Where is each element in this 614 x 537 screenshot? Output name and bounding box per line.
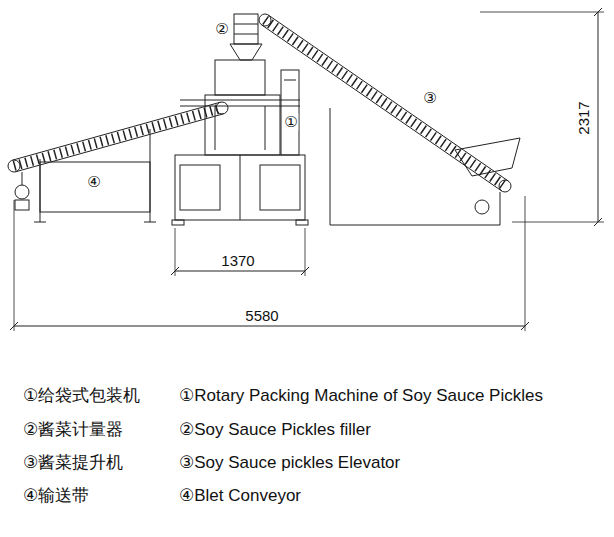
dimension-tick [594,8,602,16]
filler-detail [234,24,258,25]
legend-text: ③酱菜提升机 [22,453,124,473]
machine-foot [172,220,184,225]
machine-turret [215,60,265,95]
conveyor-belt [12,102,220,160]
conveyor-foot [144,222,156,223]
roller [216,102,228,114]
callout-number: ④ [86,173,101,190]
dimension-tick [521,322,529,330]
rotary-table [180,106,300,107]
callout-number: ② [214,20,229,37]
motor-shaft [22,172,23,185]
conveyor-foot [34,222,46,223]
extension-line [175,228,176,276]
motor [15,185,29,199]
legend-text: ④Blet Conveyor [178,486,302,506]
roller [8,160,20,172]
legend-text: ②Soy Sauce Pickles filler [178,420,372,440]
machine-base [175,155,305,220]
conveyor-leg [150,129,151,222]
elevator-frame [330,108,331,225]
machine-panel [260,165,300,210]
rotary-table [180,100,300,101]
extension-line [525,196,526,331]
callout-number: ① [283,113,298,130]
extension-line [14,200,15,331]
motor-box [15,200,29,210]
elevator-slats [265,20,505,186]
legend-text: ④输送带 [22,486,90,506]
roller [259,14,271,26]
conveyor-belt [16,114,224,172]
dimension-text: 5580 [244,307,279,324]
dimension-line [175,271,305,272]
elevator-hopper [455,138,520,176]
control-detail [284,80,296,81]
elevator-frame [500,192,501,225]
dimension-line [14,326,525,327]
callout-number: ③ [422,89,437,106]
dimension-text: 1370 [220,252,255,269]
filler-detail [234,34,258,35]
extension-line [512,222,604,223]
machine-detail [215,106,216,150]
dimension-tick [594,218,602,226]
machine-body [205,95,280,155]
dimension-tick [171,267,179,275]
legend-text: ①Rotary Packing Machine of Soy Sauce Pic… [178,386,544,406]
conveyor-leg [40,159,41,222]
elevator-belt [268,15,508,181]
dimension-line [598,12,599,222]
machine-shaft [240,155,241,220]
machine-panel [180,165,220,210]
extension-line [305,228,306,276]
legend-text: ②酱菜计量器 [22,420,124,440]
filler-funnel [230,44,262,60]
elevator-wheel [475,200,489,214]
legend-text: ①给袋式包装机 [22,386,141,406]
conveyor-slats [14,108,222,166]
legend-text: ③Soy Sauce pickles Elevator [178,453,401,473]
machine-foot [296,220,308,225]
control-panel [281,70,299,155]
dimension-tick [301,267,309,275]
extension-line [480,12,604,13]
filler-column [234,14,258,44]
machine-detail [265,106,266,150]
dimension-tick [10,322,18,330]
elevator-frame [330,225,500,226]
roller [499,180,511,192]
conveyor-frame [40,162,150,212]
dimension-text: 2317 [575,100,592,135]
